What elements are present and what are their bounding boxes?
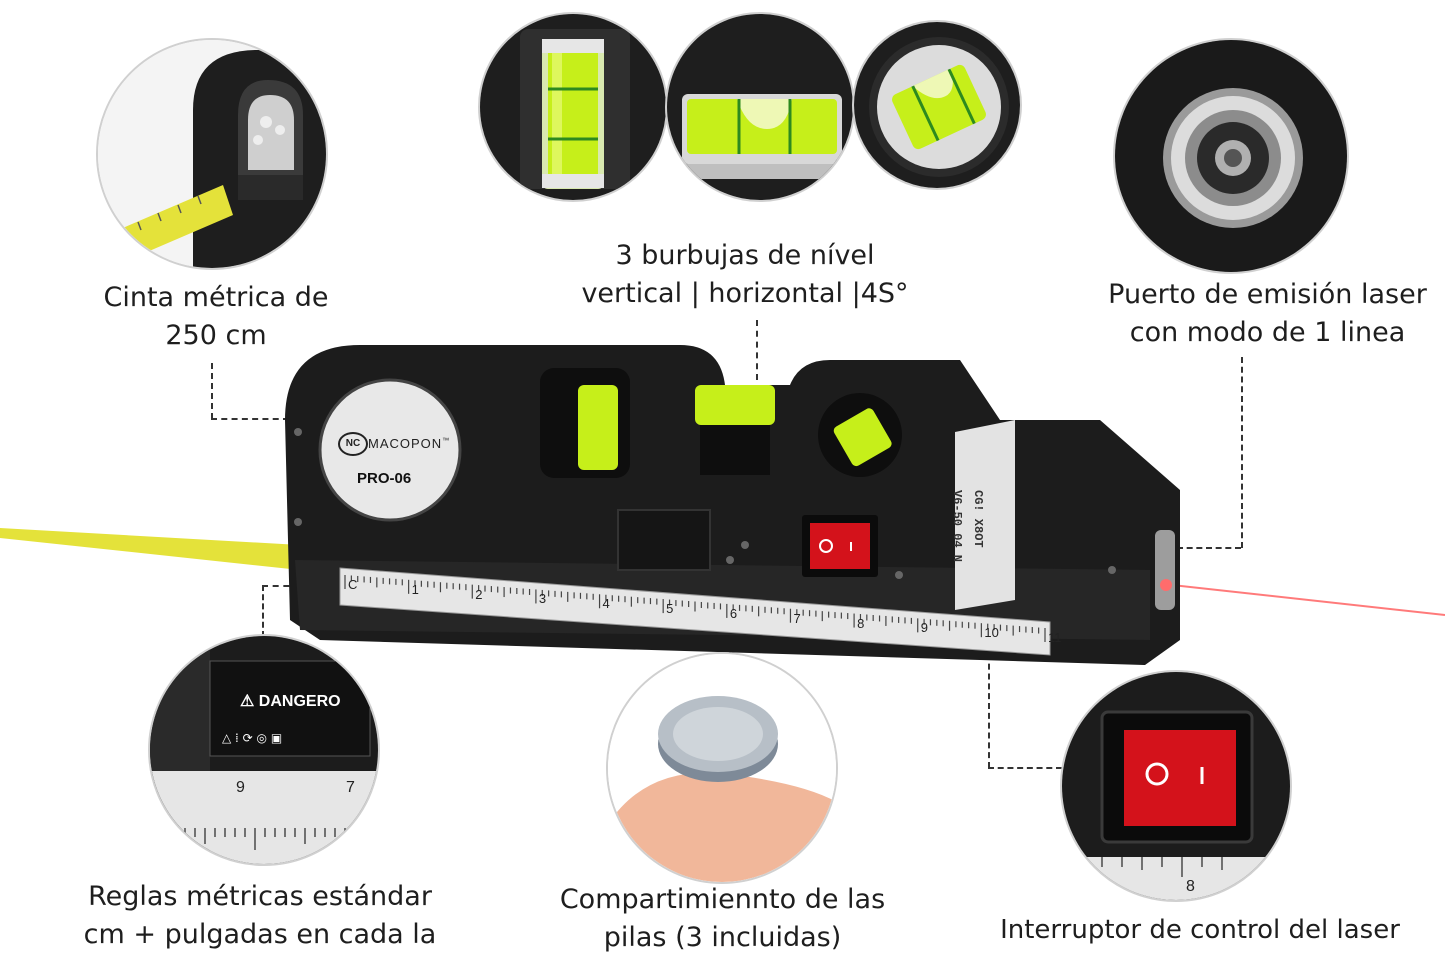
vertical-bubble-image	[480, 14, 666, 200]
bubbles-leader	[756, 320, 758, 380]
device-ruler-number: 5	[666, 601, 674, 617]
ruler-leader-vertical	[262, 585, 264, 637]
device-ruler-number: C	[348, 577, 358, 592]
tape-leader-vertical	[211, 363, 213, 419]
tape-detail-circle	[96, 38, 328, 270]
device-ruler-number: 9	[920, 620, 928, 636]
detail-ruler-number-7: 7	[346, 779, 355, 796]
caption-switch: Interruptor de control del laser	[1000, 915, 1400, 945]
switch-leader-vertical	[988, 585, 990, 768]
laser-leader-vertical	[1241, 357, 1243, 548]
detail-ruler-number-9: 9	[236, 779, 245, 796]
switch-leader-horizontal	[988, 767, 1062, 769]
device-ruler-number: 4	[602, 596, 610, 612]
device-ruler-number: 2	[475, 586, 483, 602]
device-ruler-number: 1	[411, 581, 419, 597]
horizontal-bubble-image	[667, 14, 853, 200]
laser-leader-horizontal	[1177, 547, 1241, 549]
brand-mark: NC	[338, 432, 368, 456]
device-ruler-number: 7	[793, 610, 801, 626]
tape-detail-image	[98, 40, 326, 268]
warning-icons: △ ⁞ ⟳ ◎ ▣	[222, 731, 283, 745]
measuring-tape	[0, 528, 300, 570]
ruler-detail-image	[150, 636, 378, 864]
ruler-leader-horizontal	[262, 585, 300, 587]
danger-warning-label: ⚠ DANGERO	[240, 693, 341, 710]
side-label-1: V6-50 04 N	[950, 490, 964, 563]
device-ruler-number: 6	[729, 605, 738, 621]
vertical-bubble-circle	[478, 12, 668, 202]
side-label-2: CG! X8OT	[971, 490, 985, 548]
laser-port-circle	[1113, 38, 1349, 274]
angled-bubble-image	[854, 22, 1020, 188]
horizontal-bubble-circle	[665, 12, 855, 202]
tape-leader-horizontal	[211, 418, 289, 420]
ruler-detail-circle: ⚠ DANGERO △ ⁞ ⟳ ◎ ▣ 9 7	[148, 634, 380, 866]
angled-bubble-circle	[852, 20, 1022, 190]
switch-ruler-number-8: 8	[1186, 878, 1195, 895]
device-ruler-number: 3	[538, 591, 547, 607]
brand-name: MACOPON™	[368, 436, 451, 451]
switch-ruler-number-7: 7	[1074, 878, 1083, 895]
device-ruler-number: 11	[1048, 630, 1062, 645]
device-ruler-number: 10	[984, 625, 999, 641]
device-ruler-number: 8	[857, 615, 865, 631]
switch-detail-image	[1062, 672, 1290, 900]
switch-detail-circle: 7 8	[1060, 670, 1292, 902]
laser-beam	[1171, 584, 1445, 616]
laser-switch-large	[1124, 730, 1236, 826]
battery-detail-circle	[606, 652, 838, 884]
battery-detail-image	[608, 654, 836, 882]
model-label: PRO-06	[357, 470, 412, 487]
laser-port-image	[1115, 40, 1347, 272]
laser-level-device	[0, 345, 1445, 665]
